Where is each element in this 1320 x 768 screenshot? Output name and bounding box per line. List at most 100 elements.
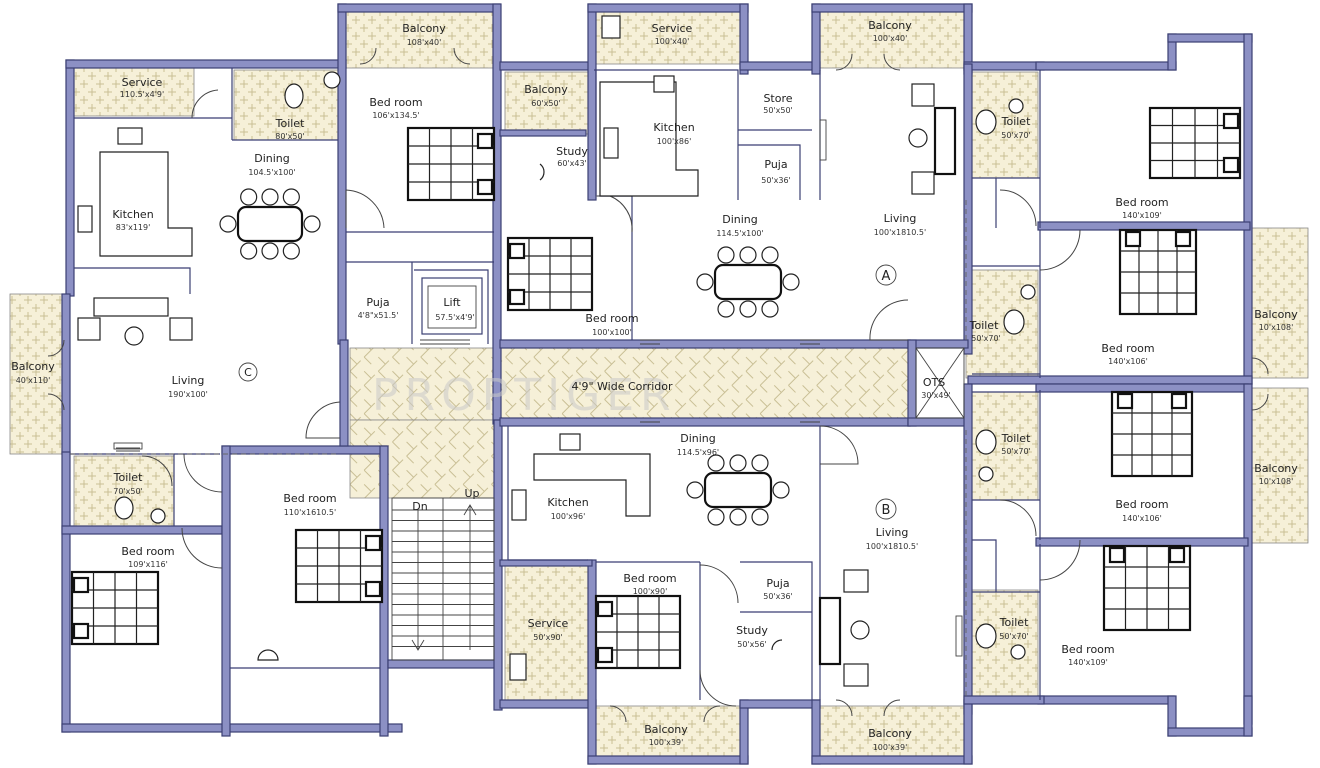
unit-b-dining-dim: 114.5'x96': [677, 448, 719, 457]
unit-c-bedroom-bc-dim: 110'x1610.5': [284, 508, 336, 517]
unit-a-bedroom-label: Bed room: [585, 312, 638, 325]
unit-a-balcony-top-label: Balcony: [868, 19, 912, 32]
unit-a-store-label: Store: [763, 92, 792, 105]
unit-a-marker: A: [882, 269, 891, 284]
balcony-b2-floor: [817, 705, 967, 763]
unit-a-dining-label: Dining: [722, 213, 758, 226]
puja-core-label: Puja: [366, 296, 389, 309]
unit-c-toilet-top-label: Toilet: [275, 117, 305, 130]
puja-core-dim: 4'8"x51.5': [358, 311, 399, 320]
unit-c-living-label: Living: [172, 374, 205, 387]
unit-b-toilet-a-label: Toilet: [1001, 432, 1031, 445]
unit-c-service-dim: 110.5'x4'9': [120, 90, 164, 99]
lift: Lift 57.5'x4'9': [421, 277, 483, 335]
unit-c-kitchen-dim: 83'x119': [116, 223, 151, 232]
unit-b-balcony-right-label: Balcony: [1254, 462, 1298, 475]
unit-b-balcony-right-dim: 10'x108': [1259, 477, 1294, 486]
unit-b-bedroom-dim: 100'x90': [633, 587, 668, 596]
unit-a-study-dim: 60'x43': [557, 159, 587, 168]
unit-b-living-label: Living: [876, 526, 909, 539]
unit-c-toilet-bottom-dim: 70'x50': [113, 487, 143, 496]
balcony-c-left-floor: [9, 293, 63, 455]
unit-b-marker: B: [882, 503, 891, 518]
unit-c-bedroom-top-dim: 106'x134.5': [372, 111, 419, 120]
balcony-b-right-floor: [1251, 387, 1309, 544]
watermark: PROPTIGER: [372, 370, 677, 421]
unit-a-balcony-left-dim: 60'x50': [531, 99, 561, 108]
balcony-c-top-floor: [344, 9, 494, 69]
ots-shaft: OTS 30'x49': [915, 347, 965, 419]
dining-table: [219, 188, 321, 260]
unit-c-dining-label: Dining: [254, 152, 290, 165]
unit-b-bedroom-label: Bed room: [623, 572, 676, 585]
bed: [594, 594, 682, 670]
unit-a-dining-dim: 114.5'x100': [716, 229, 763, 238]
unit-c-balcony-top-dim: 108'x40': [407, 38, 442, 47]
unit-c-balcony-top-label: Balcony: [402, 22, 446, 35]
tiled-areas: [9, 7, 1309, 763]
unit-a-bedroom-ra-dim: 140'x109': [1122, 211, 1162, 220]
corridor-floor: [349, 347, 909, 421]
unit-c-service-label: Service: [122, 76, 163, 89]
unit-a-marker-circle: [875, 264, 897, 286]
toilet-b2-floor: [965, 589, 1039, 697]
unit-a-kitchen-dim: 100'x86': [657, 137, 692, 146]
unit-a-toilet-a-label: Toilet: [1001, 115, 1031, 128]
unit-b-bedroom-rb-dim: 140'x109': [1068, 658, 1108, 667]
unit-a-service-dim: 100'x40': [655, 37, 690, 46]
walls: [61, 3, 1253, 765]
unit-b-service-label: Service: [528, 617, 569, 630]
unit-a-balcony-right-label: Balcony: [1254, 308, 1298, 321]
unit-a-service-label: Service: [652, 22, 693, 35]
unit-c-balcony-left-label: Balcony: [11, 360, 55, 373]
unit-b-study-label: Study: [736, 624, 768, 637]
unit-c-balcony-left-dim: 40'x110': [16, 376, 51, 385]
unit-b-balcony-b1-dim: 100'x39': [649, 738, 684, 747]
stairs-up-label: Up: [464, 487, 479, 500]
unit-b-toilet-b-label: Toilet: [999, 616, 1029, 629]
unit-b-service-dim: 50'x90': [533, 633, 563, 642]
unit-c-bedroom-bc-label: Bed room: [283, 492, 336, 505]
dining-table: [696, 246, 800, 318]
unit-b-balcony-b2-label: Balcony: [868, 727, 912, 740]
bed: [70, 570, 160, 646]
unit-a-toilet-b-label: Toilet: [969, 319, 999, 332]
unit-b-study-dim: 50'x56': [737, 640, 767, 649]
partitions: [70, 68, 1041, 700]
doors: [47, 47, 1269, 723]
unit-b-kitchen-dim: 100'x96': [551, 512, 586, 521]
ots-label: OTS: [923, 376, 945, 389]
unit-b-balcony-b1-label: Balcony: [644, 723, 688, 736]
unit-a-toilet-b-dim: 50'x70': [971, 334, 1001, 343]
unit-a-bedroom-ra-label: Bed room: [1115, 196, 1168, 209]
unit-a-toilet-a-dim: 50'x70': [1001, 131, 1031, 140]
unit-a-puja-label: Puja: [764, 158, 787, 171]
corridor-label: 4'9" Wide Corridor: [571, 380, 673, 393]
unit-a-balcony-left-label: Balcony: [524, 83, 568, 96]
bed: [294, 528, 384, 604]
unit-b-bedroom-ra-label: Bed room: [1115, 498, 1168, 511]
unit-a-living-label: Living: [884, 212, 917, 225]
staircase: Dn Up: [391, 487, 495, 661]
unit-b-marker-circle: [875, 498, 897, 520]
bed: [406, 126, 496, 202]
room-labels: 4'9" Wide Corridor Puja 4'8"x51.5' C Ser…: [11, 19, 1298, 752]
unit-b-puja-label: Puja: [766, 577, 789, 590]
ots-dim: 30'x49': [921, 391, 951, 400]
bed: [1110, 390, 1194, 478]
bed: [1118, 228, 1198, 316]
unit-c-marker: C: [244, 366, 252, 379]
unit-c-living-dim: 190'x100': [168, 390, 208, 399]
unit-b-puja-dim: 50'x36': [763, 592, 793, 601]
lift-dim: 57.5'x4'9': [435, 313, 474, 322]
unit-c-toilet-top-dim: 80'x50': [275, 132, 305, 141]
service-c-floor: [73, 65, 195, 117]
dining-table: [686, 454, 790, 526]
unit-c-kitchen-label: Kitchen: [112, 208, 153, 221]
bed: [1102, 544, 1192, 632]
unit-c-marker-circle: [238, 362, 258, 382]
unit-a-balcony-top-dim: 100'x40': [873, 34, 908, 43]
balcony-a-left-floor: [504, 71, 592, 135]
unit-a-kitchen-label: Kitchen: [653, 121, 694, 134]
